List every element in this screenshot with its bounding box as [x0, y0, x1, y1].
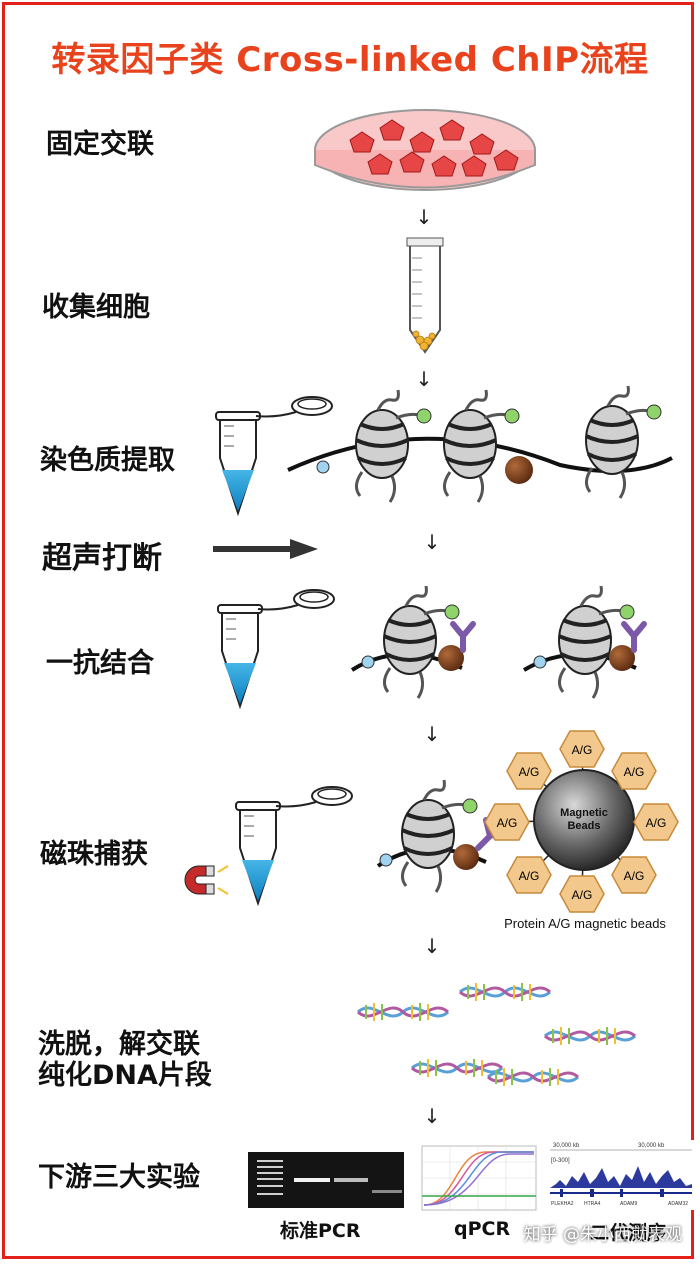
svg-text:HTRA4: HTRA4: [584, 1201, 601, 1207]
step-purify-dna: 纯化DNA片段: [38, 1060, 212, 1091]
arrow-down-icon: ↓: [415, 205, 433, 229]
bead-label-1: Magnetic: [560, 807, 608, 819]
gel-image: [248, 1152, 404, 1208]
svg-text:30,000 kb: 30,000 kb: [553, 1143, 580, 1149]
right-arrow-icon: [213, 539, 318, 559]
qpcr-label: qPCR: [454, 1218, 511, 1240]
ligand-ag: A/G: [611, 856, 657, 894]
dna-helix-icon: [543, 1027, 637, 1045]
dna-helix-icon: [458, 983, 552, 1001]
ligand-ag: A/G: [506, 752, 552, 790]
svg-text:A/G: A/G: [519, 869, 540, 883]
svg-text:A/G: A/G: [497, 816, 518, 830]
centrifuge-tube-icon: [406, 237, 444, 354]
step-elute-decrosslink: 洗脱，解交联: [38, 1029, 200, 1060]
qpcr-chart: [421, 1145, 537, 1211]
watermark: 知乎 @朱小西就表观: [523, 1225, 682, 1245]
petri-dish-icon: [314, 109, 536, 191]
page-title: 转录因子类 Cross-linked ChIP流程: [51, 40, 649, 80]
ligand-ag: A/G: [633, 803, 679, 841]
arrow-down-icon: ↓: [415, 367, 433, 391]
dna-helix-icon: [486, 1068, 580, 1086]
arrow-down-icon: ↓: [423, 722, 441, 746]
nucleosome-icon: [442, 388, 521, 504]
bead-caption: Protein A/G magnetic beads: [504, 916, 666, 931]
svg-text:ADAM9: ADAM9: [620, 1201, 637, 1207]
svg-text:A/G: A/G: [519, 765, 540, 779]
step-collect-cells: 收集细胞: [42, 292, 150, 323]
svg-text:A/G: A/G: [624, 765, 645, 779]
step-downstream: 下游三大实验: [38, 1162, 200, 1193]
step-sonication: 超声打断: [42, 541, 162, 576]
nucleosome-icon: [354, 388, 433, 504]
fragment-left: [350, 584, 473, 700]
step-primary-antibody: 一抗结合: [46, 648, 154, 679]
magnet-icon: [184, 865, 229, 895]
step-fix-crosslink: 固定交联: [46, 129, 154, 160]
ligand-ag: A/G: [611, 752, 657, 790]
svg-text:A/G: A/G: [572, 888, 593, 902]
ligand-ag: A/G: [506, 856, 552, 894]
svg-text:A/G: A/G: [624, 869, 645, 883]
seq-label: 二代测序: [590, 1222, 667, 1244]
microtube-icon: [215, 396, 333, 514]
ligand-ag: A/G: [559, 875, 605, 913]
step-chromatin-extract: 染色质提取: [40, 445, 175, 476]
dna-helix-icon: [410, 1059, 504, 1077]
dna-helix-icon: [356, 1003, 450, 1021]
microtube-icon: [217, 589, 335, 707]
ligand-ag: A/G: [484, 803, 530, 841]
svg-text:[0-300]: [0-300]: [551, 1158, 570, 1164]
sequencing-track: 30,000 kb 30,000 kb [0-300] PLEKHA2 HTRA…: [548, 1140, 694, 1210]
transcription-factor-icon: [453, 844, 479, 870]
bead-label-2: Beads: [567, 820, 600, 832]
ligand-ag: A/G: [559, 730, 605, 768]
transcription-factor-icon: [505, 456, 533, 484]
nucleosome-icon: [400, 778, 479, 894]
arrow-down-icon: ↓: [423, 934, 441, 958]
svg-text:ADAM32: ADAM32: [668, 1201, 688, 1207]
svg-text:A/G: A/G: [646, 816, 667, 830]
svg-text:A/G: A/G: [572, 743, 593, 757]
arrow-down-icon: ↓: [423, 530, 441, 554]
svg-text:PLEKHA2: PLEKHA2: [551, 1201, 574, 1207]
arrow-down-icon: ↓: [423, 1104, 441, 1128]
svg-text:30,000 kb: 30,000 kb: [638, 1143, 665, 1149]
step-bead-capture: 磁珠捕获: [40, 839, 148, 870]
nucleosome-icon: [584, 384, 663, 500]
pcr-label: 标准PCR: [280, 1220, 361, 1242]
microtube-icon: [235, 786, 353, 904]
fragment-right: [522, 584, 644, 700]
